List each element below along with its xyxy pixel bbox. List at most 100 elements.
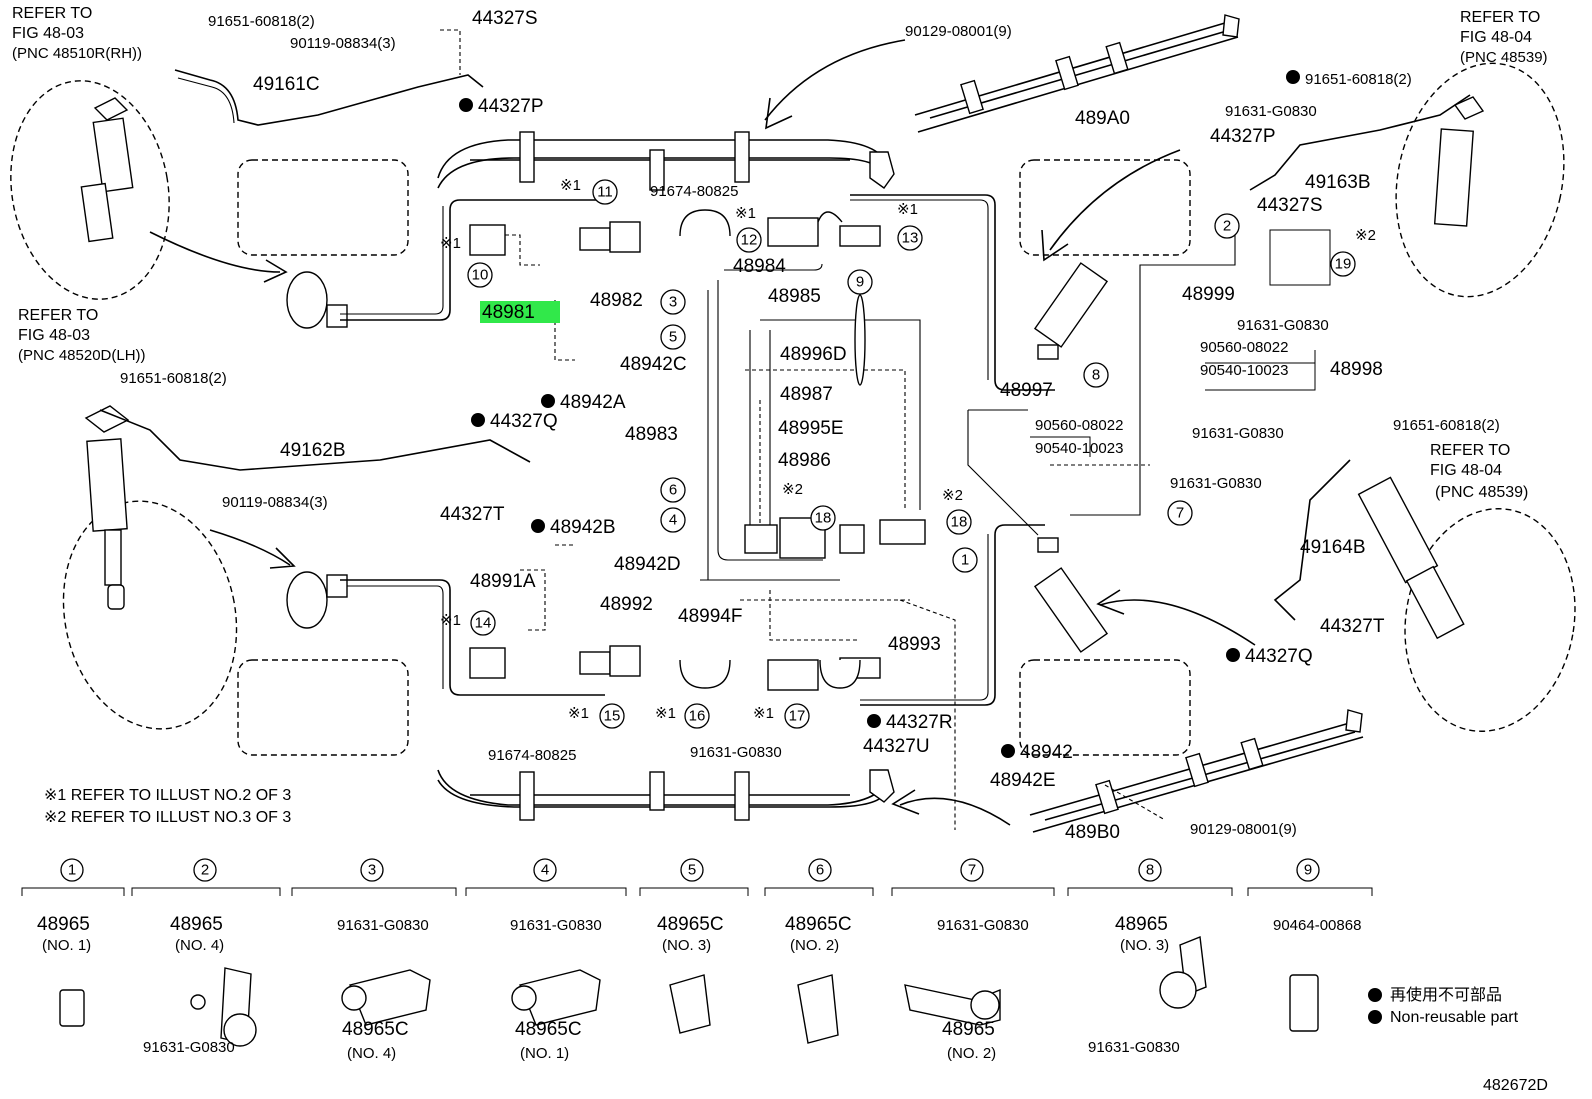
callout-circle-1 [952,547,978,573]
part-label: 44327R [886,712,953,733]
bottom-callout-circle [360,858,384,882]
part-label: 91631-G0830 [1192,425,1284,442]
bottom-callout-number: 5 [688,862,696,879]
callout-circle-11 [592,179,618,205]
non-reusable-dot [459,98,473,112]
refer-note-line1: REFER TO [12,5,92,22]
callout-circle-13 [897,225,923,251]
outline-box-2 [1019,159,1191,256]
bottom-part-sub: (NO. 1) [42,937,91,954]
u-hose-16 [679,659,731,689]
bottom-clamp-sketches [59,936,1319,1047]
bottom-part-sub: (NO. 2) [790,937,839,954]
frame-cross-member-upper [437,131,895,191]
part-label: 49162B [280,440,346,461]
callout-number-4: 4 [669,512,677,529]
callout-number-1: 1 [961,552,969,569]
non-reusable-dot [531,519,545,533]
bottom-callout-circle [1138,858,1162,882]
strut-detail-ellipse-lh [62,500,238,730]
strut-detail-ellipse-rl [1395,62,1565,298]
part-label: 44327S [1257,195,1323,216]
part-label: 90560-08022 [1200,339,1288,356]
part-label: (PNC 48539) [1435,484,1528,501]
callout-number-15: 15 [604,708,621,725]
mark-ref-2: ※2 [1355,227,1376,244]
callout-circle-14 [470,610,496,636]
bottom-part-top: 91631-G0830 [337,917,429,934]
callout-number-7: 7 [1176,505,1184,522]
part-label: 90119-08834(3) [222,494,328,511]
callout-number-2: 2 [1223,218,1231,235]
part-label: 90560-08022 [1035,417,1123,434]
part-label: 91651-60818(2) [1305,71,1412,88]
part-label: 90129-08001(9) [1190,821,1297,838]
strut-lh [84,405,130,610]
part-label: 44327S [472,8,538,29]
bottom-callout-number: 9 [1304,862,1312,879]
part-label: 90119-08834(3) [290,35,396,52]
pipe-48991a-loop [340,579,605,696]
u-hose-12 [679,209,731,237]
bottom-part-bottom: 48965 [942,1019,995,1040]
part-label: 48992 [600,594,653,615]
bottom-brackets [21,887,1373,896]
bottom-callout-circle [193,858,217,882]
part-label: 44327P [478,96,544,117]
non-reusable-dot [541,394,555,408]
callout-circle-10 [467,262,493,288]
valve-block-upper-right [767,211,881,247]
pipe-48981-loop [340,199,605,321]
shock-upper-right [1033,262,1109,360]
pipe-48985-bundle [740,319,921,641]
part-label: 91651-60818(2) [208,13,315,30]
part-label: 48995E [778,418,844,439]
part-label: 49161C [253,74,320,95]
bottom-callout-number: 1 [68,862,76,879]
outline-box-4 [1019,659,1191,756]
non-reusable-dot [867,714,881,728]
bottom-part-bolt: 91631-G0830 [143,1039,235,1056]
strut-ll [1357,476,1465,640]
highlight-box [480,301,560,323]
mark-ref-2: ※2 [782,481,803,498]
outline-box-3 [237,659,409,756]
bottom-part-sub: (NO. 3) [662,937,711,954]
pipe-assembly-489a0 [914,14,1240,133]
strut-detail-ellipse-rh [10,80,170,300]
callout-number-11: 11 [597,184,613,201]
part-label: 48994F [678,606,742,627]
callout-circle-16 [684,703,710,729]
arrow-lower-left [209,529,291,566]
legend-dot-en [1368,1010,1382,1024]
mark-ref-1: ※1 [568,705,589,722]
note-ref-1: ※1 REFER TO ILLUST NO.2 OF 3 [44,787,291,804]
callout-number-6: 6 [669,482,677,499]
bottom-part-top: 48965 [1115,914,1168,935]
bottom-part-sub: (NO. 3) [1120,937,1169,954]
callout-number-17: 17 [789,708,806,725]
strut-rl [1433,96,1485,227]
callout-number-12: 12 [741,232,758,249]
non-reusable-dot [1286,70,1300,84]
mark-ref-1: ※1 [440,612,461,629]
callout-circle-18b [946,509,972,535]
strut-detail-ellipse-ll [1404,508,1576,732]
callout-number-18: 18 [815,510,832,527]
bottom-part-top: 48965 [37,914,90,935]
legend-en: Non-reusable part [1390,1009,1519,1026]
part-label: 48942 [1020,742,1073,763]
part-label: 91631-G0830 [1225,103,1317,120]
hose-49164b [1273,459,1351,621]
pipe-right-lower-loop [860,524,1045,706]
non-reusable-dot [471,413,485,427]
bottom-callout-number: 7 [968,862,976,879]
callout-number-8: 8 [1092,367,1100,384]
callout-circle-19 [1330,251,1356,277]
strut-rh [80,97,134,243]
part-label: 48996D [780,344,847,365]
refer-note-line1: REFER TO [18,307,98,324]
part-label: FIG 48-04 [1430,462,1502,479]
callout-number-10: 10 [472,267,489,284]
shock-lower-right [1033,537,1109,653]
